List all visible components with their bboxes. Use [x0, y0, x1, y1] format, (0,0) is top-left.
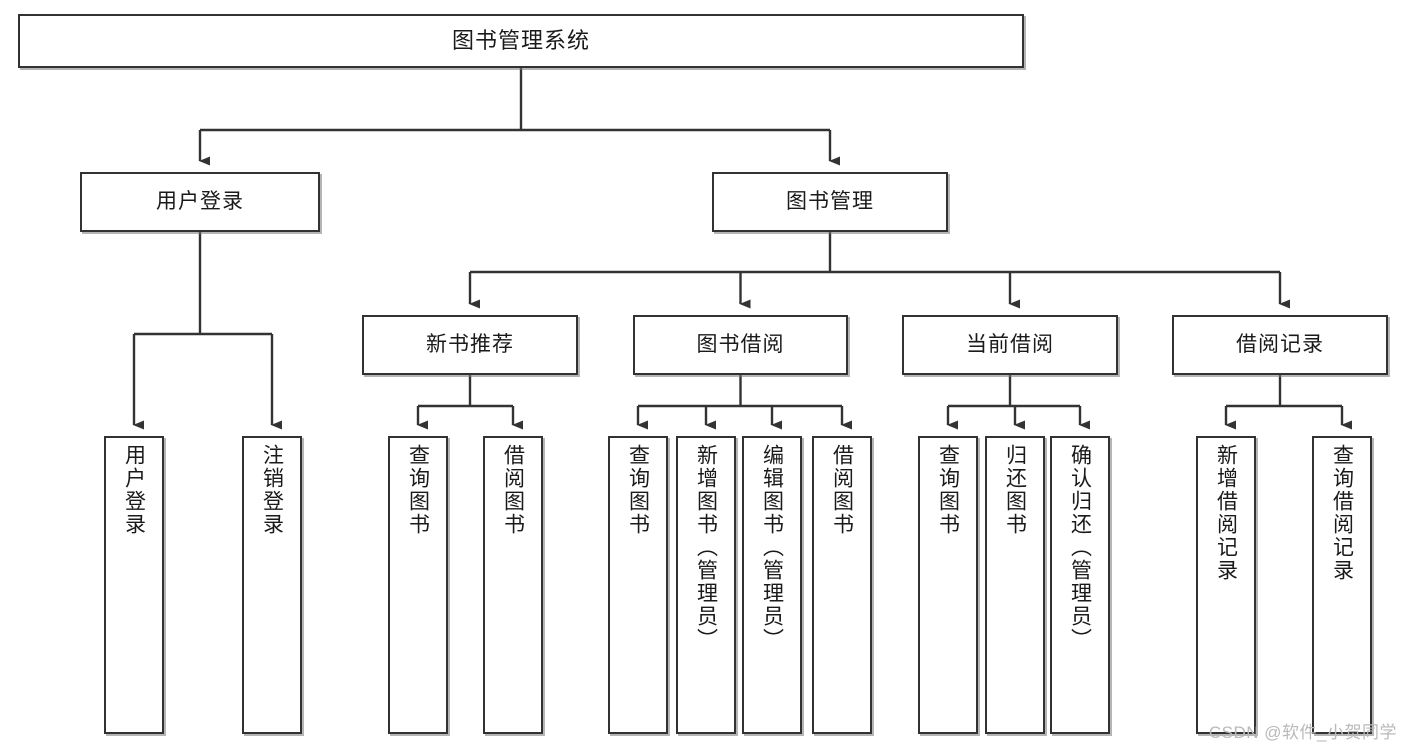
- node-leaf-logout[interactable]: 注销登录: [242, 436, 302, 734]
- node-leaf-query-book-3[interactable]: 查询图书: [918, 436, 978, 734]
- node-label: 归还图书: [1003, 444, 1027, 536]
- node-leaf-add-book[interactable]: 新增图书（管理员）: [676, 436, 736, 734]
- node-leaf-edit-book[interactable]: 编辑图书（管理员）: [742, 436, 802, 734]
- node-label: 用户登录: [122, 444, 146, 536]
- node-label: 用户登录: [156, 190, 244, 214]
- node-label: 当前借阅: [966, 333, 1054, 357]
- node-leaf-user-login[interactable]: 用户登录: [104, 436, 164, 734]
- node-label: 编辑图书（管理员）: [760, 444, 784, 651]
- node-leaf-confirm-return[interactable]: 确认归还（管理员）: [1050, 436, 1110, 734]
- node-leaf-return-book[interactable]: 归还图书: [985, 436, 1045, 734]
- node-label: 图书借阅: [696, 333, 785, 357]
- node-label: 借阅图书: [501, 444, 525, 536]
- node-label: 图书管理: [786, 190, 874, 214]
- node-label: 查询图书: [936, 444, 960, 536]
- node-label: 新增借阅记录: [1214, 444, 1238, 582]
- node-label: 借阅图书: [830, 444, 854, 536]
- node-leaf-add-record[interactable]: 新增借阅记录: [1196, 436, 1256, 734]
- node-borrow-record[interactable]: 借阅记录: [1172, 315, 1388, 375]
- node-label: 图书管理系统: [451, 27, 590, 53]
- node-leaf-borrow-book-2[interactable]: 借阅图书: [812, 436, 872, 734]
- node-label: 确认归还（管理员）: [1068, 444, 1092, 651]
- node-leaf-borrow-book-1[interactable]: 借阅图书: [483, 436, 543, 734]
- node-new-book-rec[interactable]: 新书推荐: [362, 315, 578, 375]
- node-user-login[interactable]: 用户登录: [80, 172, 320, 232]
- node-root[interactable]: 图书管理系统: [18, 14, 1024, 68]
- node-label: 新书推荐: [426, 333, 514, 357]
- node-book-borrow[interactable]: 图书借阅: [633, 315, 848, 375]
- node-leaf-query-book-2[interactable]: 查询图书: [608, 436, 668, 734]
- csdn-watermark: CSDN @软件_小贺同学: [1208, 723, 1397, 742]
- node-label: 注销登录: [260, 444, 284, 536]
- node-label: 新增图书（管理员）: [694, 444, 718, 651]
- node-label: 借阅记录: [1236, 333, 1324, 357]
- node-leaf-query-record[interactable]: 查询借阅记录: [1312, 436, 1372, 734]
- node-label: 查询图书: [626, 444, 650, 536]
- node-label: 查询图书: [406, 444, 430, 536]
- node-current-borrow[interactable]: 当前借阅: [902, 315, 1118, 375]
- node-book-manage[interactable]: 图书管理: [712, 172, 948, 232]
- node-leaf-query-book-1[interactable]: 查询图书: [388, 436, 448, 734]
- node-label: 查询借阅记录: [1330, 444, 1354, 582]
